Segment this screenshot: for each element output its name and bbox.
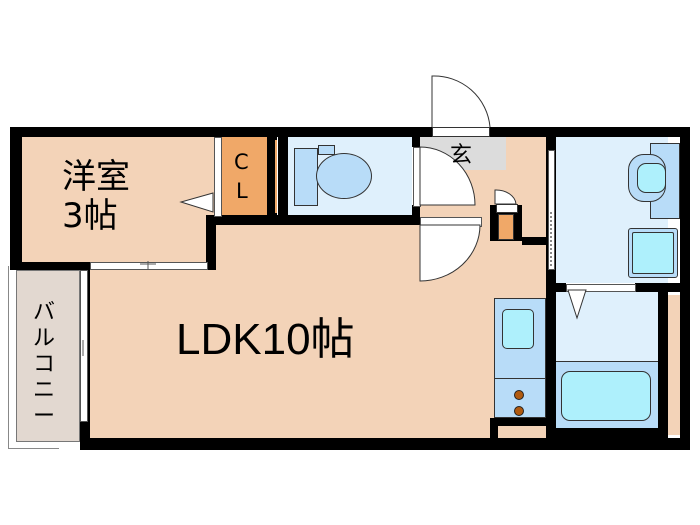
closet-door[interactable] (214, 137, 222, 217)
kitchen-divider (494, 378, 546, 379)
toilet-bowl (316, 153, 372, 199)
wall-western-bottom-right (206, 215, 216, 270)
wall-toilet-left (278, 137, 288, 217)
stove-burner-1 (514, 390, 524, 400)
wall-right (680, 127, 690, 450)
wall-bath-right (658, 292, 668, 438)
wall-left (10, 127, 22, 270)
toilet-door-swing (419, 146, 476, 206)
western-room-window[interactable] (90, 262, 208, 270)
ldk-label: LDK10帖 (176, 315, 355, 364)
balcony-floor (16, 270, 80, 442)
entrance-door-strip (432, 127, 490, 137)
bathroom-door-frame (566, 284, 636, 292)
wall-western-bottom-left (10, 262, 90, 270)
wall-toilet-right-top (412, 137, 420, 147)
wall-top-left (10, 127, 432, 137)
stove-burner-2 (514, 406, 524, 416)
bathtub (561, 371, 651, 421)
toilet-left-strip (275, 140, 277, 213)
shoebox-door-swing (494, 189, 517, 205)
shoebox-storage (498, 214, 514, 240)
wall-top-right (490, 127, 690, 137)
bathroom-door-arrow (567, 289, 587, 320)
wall-washroom-left (546, 127, 556, 438)
western-room-name: 洋室 (62, 157, 130, 197)
wall-bath-bottom (556, 428, 668, 438)
toilet-tank-top (318, 145, 335, 155)
closet-label-c: C (234, 150, 249, 174)
wall-bottom (80, 438, 690, 450)
toilet-tank (294, 148, 318, 206)
washing-machine-pan-inner (632, 232, 674, 274)
western-room-size: 3帖 (62, 196, 118, 236)
washroom-sliding-door[interactable] (548, 150, 555, 270)
wall-toilet-right-bottom (412, 205, 420, 225)
closet-label-l: L (236, 179, 248, 203)
wall-washroom-bottom-left (546, 283, 566, 292)
closet-door-arrow (179, 192, 214, 213)
wall-closet-right (267, 137, 277, 225)
wall-ldk-top (206, 215, 420, 225)
entrance-label: 玄 (450, 143, 473, 168)
side-strip-floor (668, 295, 680, 435)
ldk-window[interactable] (80, 270, 88, 422)
wall-washroom-bottom-right (635, 283, 680, 292)
entrance-door-swing (431, 75, 491, 128)
balcony-label: バルコニー (32, 300, 55, 429)
wall-hall-partition (522, 237, 546, 245)
ldk-door-swing (419, 224, 481, 282)
wall-kitchen-base (490, 418, 548, 426)
closet-floor (222, 137, 267, 215)
washbasin-bowl (637, 163, 666, 193)
kitchen-sink (502, 309, 534, 349)
wall-kitchen-base-side (490, 418, 498, 440)
balcony-outline (8, 266, 59, 449)
